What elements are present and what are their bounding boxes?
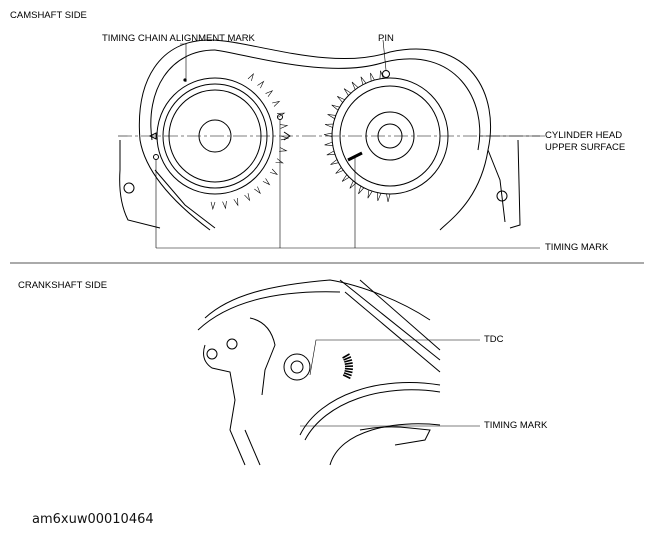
camshaft-section-title: CAMSHAFT SIDE (10, 10, 87, 21)
figure-id: am6xuw00010464 (32, 512, 154, 527)
pin-label: PIN (378, 33, 394, 44)
pin-marker (382, 70, 390, 78)
right-sprocket-teeth (323, 70, 391, 203)
tdc-scale (342, 353, 354, 380)
crankshaft-illustration (197, 279, 480, 466)
tdc-label: TDC (484, 334, 504, 345)
crankshaft-timing-mark-label: TIMING MARK (484, 420, 548, 431)
left-sprocket-teeth (210, 72, 290, 211)
cylinder-head-label-line1: CYLINDER HEAD (545, 130, 623, 141)
camshaft-illustration (118, 39, 545, 249)
alignment-mark-label: TIMING CHAIN ALIGNMENT MARK (102, 33, 255, 44)
crankshaft-section-title: CRANKSHAFT SIDE (18, 280, 108, 291)
camshaft-timing-mark-label: TIMING MARK (545, 242, 609, 253)
cylinder-head-label-line2: UPPER SURFACE (545, 142, 626, 153)
